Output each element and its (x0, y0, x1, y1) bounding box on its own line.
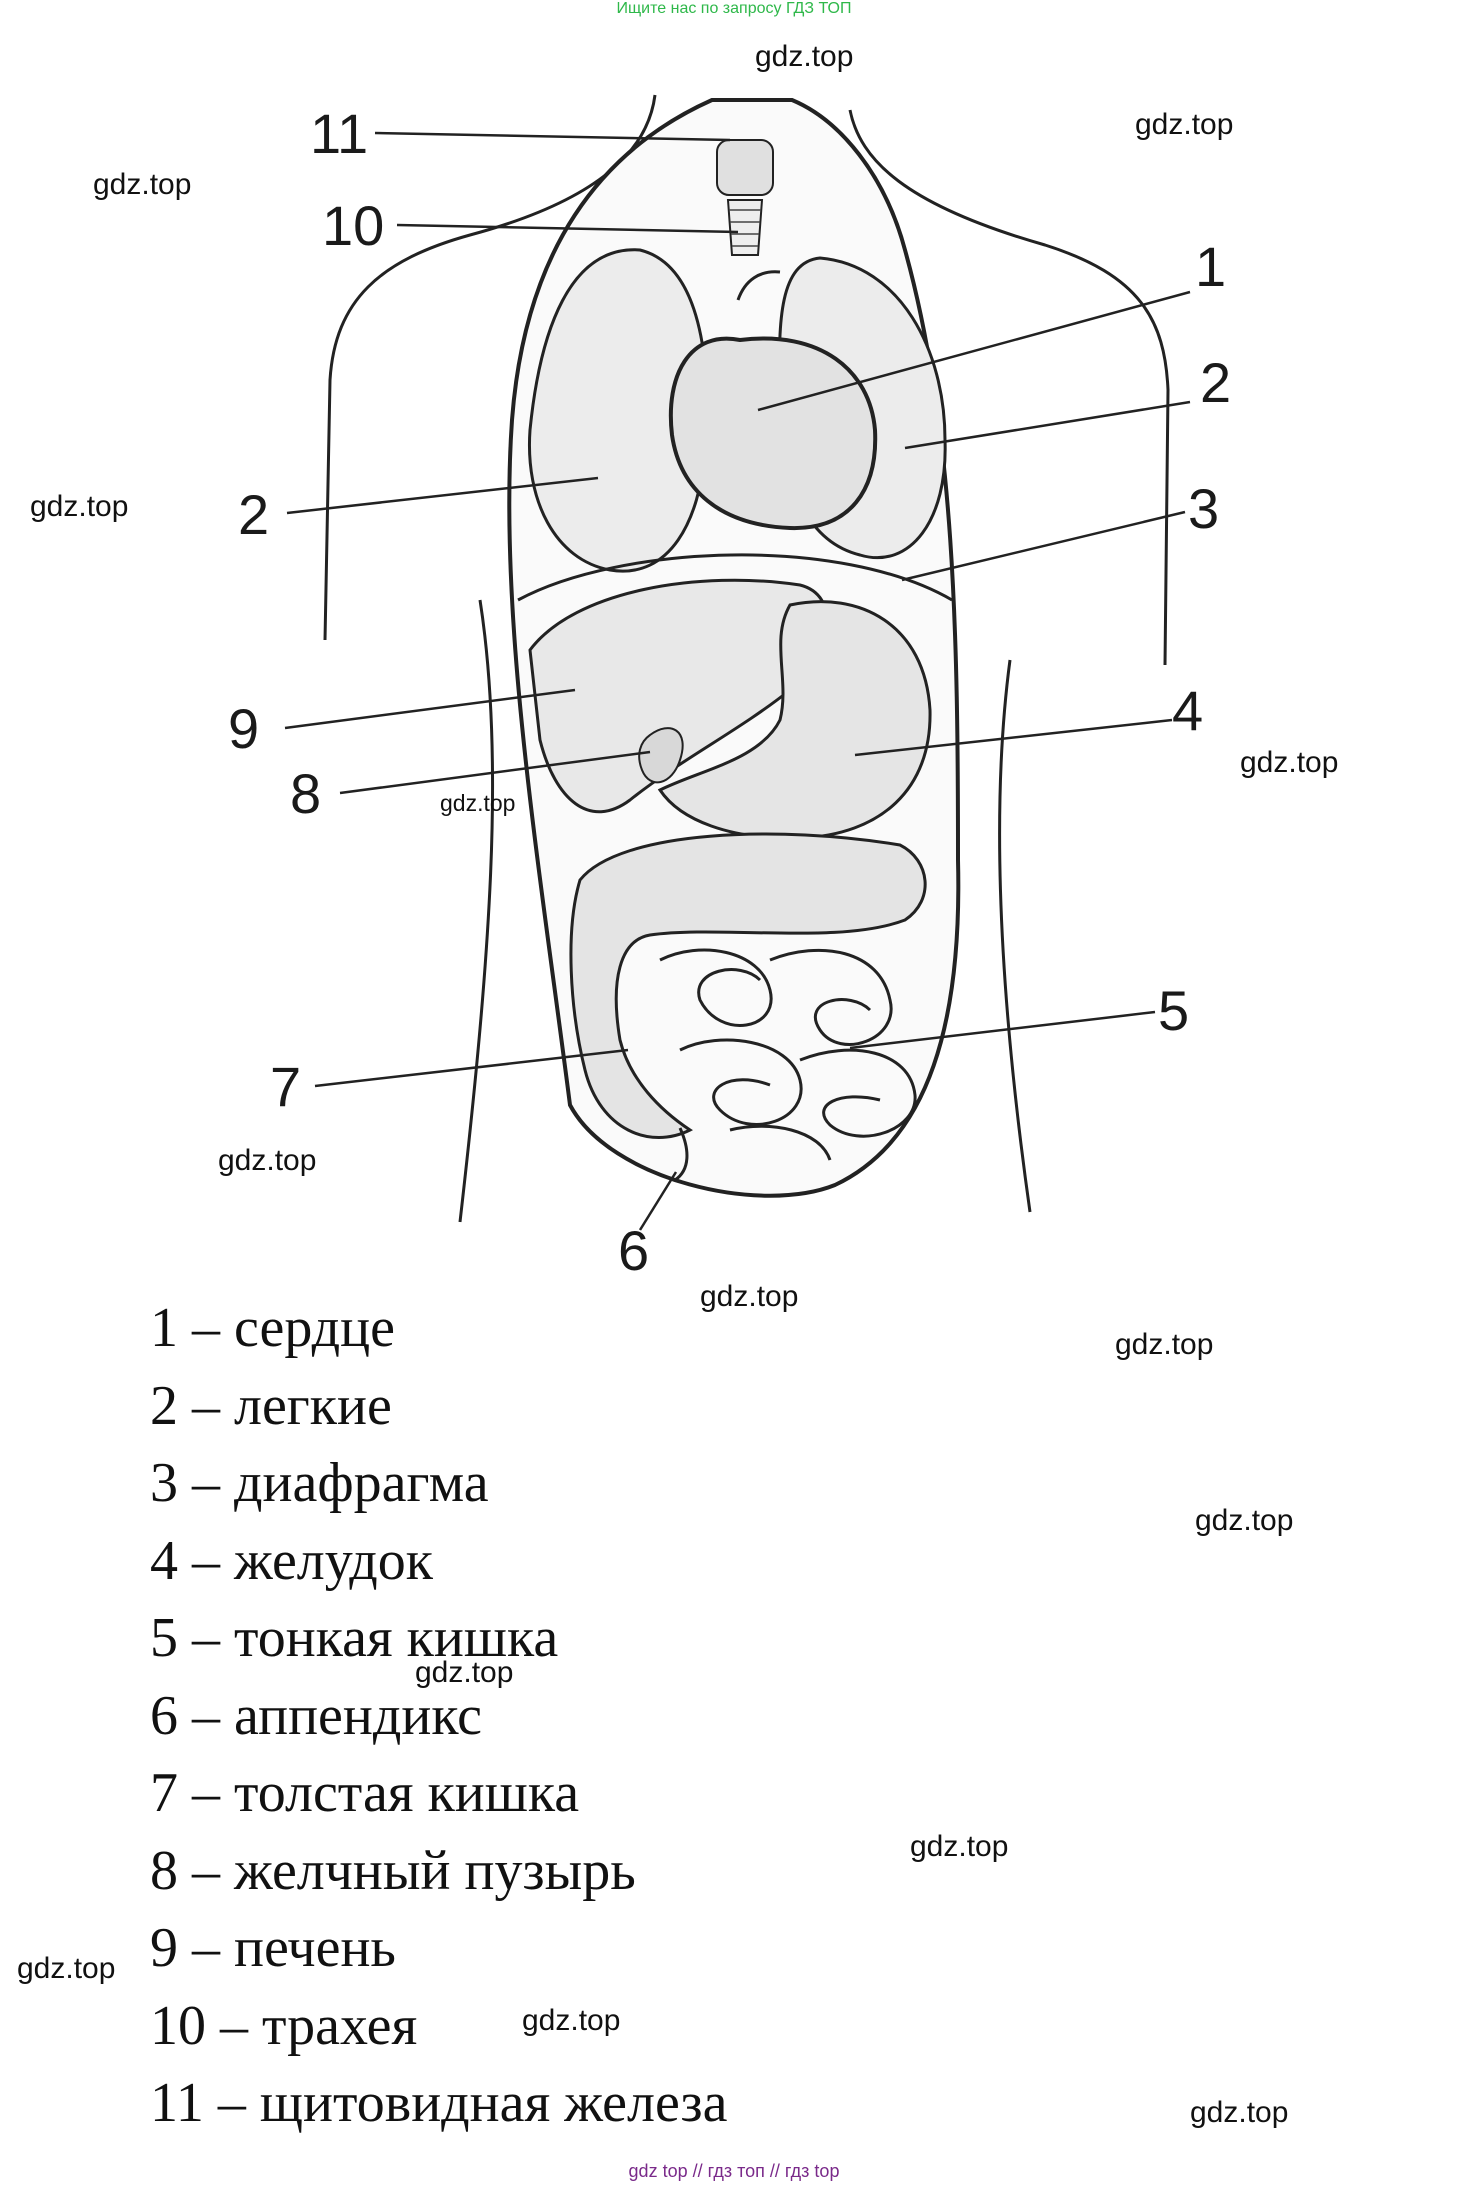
legend-dash: – (217, 2072, 246, 2134)
legend-item: 11 – щитовидная железа (150, 2065, 728, 2143)
callout-9: 9 (228, 697, 259, 760)
legend-item: 7 – толстая кишка (150, 1755, 728, 1833)
legend-organ: желудок (234, 1529, 433, 1592)
legend-item: 5 – тонкая кишка (150, 1600, 728, 1678)
watermark: gdz.top (1240, 746, 1339, 779)
watermark: gdz.top (1135, 108, 1234, 141)
watermark: gdz.top (415, 1656, 514, 1689)
callout-6: 6 (618, 1219, 649, 1282)
callout-8: 8 (290, 762, 321, 825)
appendix (674, 1127, 689, 1182)
watermark: gdz.top (755, 40, 854, 73)
neck-structures (716, 139, 774, 256)
legend-number: 9 (150, 1917, 178, 1979)
legend-number: 6 (150, 1684, 178, 1747)
legend-dash: – (192, 1917, 220, 1979)
legend-organ: сердце (234, 1297, 395, 1359)
callout-2-right: 2 (1200, 351, 1231, 414)
legend-dash: – (192, 1529, 220, 1592)
callout-numbers: 11 10 1 2 2 3 9 4 8 5 7 6 (228, 102, 1231, 1282)
leader-lines (284, 131, 1191, 1231)
watermark: gdz.top (910, 1830, 1009, 1863)
legend-item: 2 – легкие (150, 1368, 728, 1446)
legend-item: 4 – желудок (150, 1523, 728, 1601)
trachea (726, 199, 764, 256)
watermark: gdz.top (218, 1144, 317, 1177)
legend-organ: печень (234, 1917, 396, 1979)
legend-number: 7 (150, 1762, 178, 1824)
callout-10: 10 (322, 194, 384, 257)
legend-dash: – (192, 1607, 220, 1669)
organ-legend: 1 – сердце 2 – легкие 3 – диафрагма 4 – … (150, 1290, 728, 2143)
heart (668, 270, 878, 531)
legend-organ: толстая кишка (234, 1762, 580, 1824)
watermark: gdz.top (700, 1280, 799, 1313)
large-intestine (569, 832, 927, 1139)
callout-1: 1 (1195, 235, 1226, 298)
legend-dash: – (192, 1684, 220, 1747)
top-banner: Ищите нас по запросу ГДЗ ТОП (616, 0, 852, 17)
legend-organ: аппендикс (234, 1684, 483, 1747)
legend-number: 3 (150, 1452, 178, 1514)
legend-number: 11 (150, 2072, 204, 2134)
small-intestine (659, 948, 917, 1161)
watermark: gdz.top (93, 168, 192, 201)
thyroid-gland (716, 139, 774, 196)
watermark: gdz.top (440, 790, 516, 816)
legend-number: 2 (150, 1374, 178, 1437)
legend-dash: – (220, 1994, 248, 2057)
footer-links: gdz top // гдз топ // гдз top (628, 2161, 840, 2181)
legend-item: 3 – диафрагма (150, 1445, 728, 1523)
callout-4: 4 (1172, 679, 1203, 742)
legend-item: 6 – аппендикс (150, 1678, 728, 1756)
legend-item: 1 – сердце (150, 1290, 728, 1368)
legend-dash: – (192, 1452, 220, 1514)
legend-dash: – (192, 1762, 220, 1824)
diaphragm (517, 553, 953, 602)
legend-item: 9 – печень (150, 1910, 728, 1988)
legend-dash: – (192, 1839, 220, 1902)
callout-7: 7 (270, 1055, 301, 1118)
legend-dash: – (192, 1297, 220, 1359)
legend-organ: тонкая кишка (234, 1607, 559, 1669)
watermark: gdz.top (30, 490, 129, 523)
legend-organ: щитовидная железа (259, 2072, 728, 2134)
legend-organ: желчный пузырь (234, 1839, 636, 1902)
anatomy-diagram: 11 10 1 2 2 3 9 4 8 5 7 6 (228, 94, 1231, 1282)
callout-5: 5 (1158, 979, 1189, 1042)
watermark: gdz.top (1115, 1328, 1214, 1361)
gallbladder (638, 727, 684, 784)
legend-organ: легкие (234, 1374, 392, 1437)
callout-3: 3 (1188, 477, 1219, 540)
legend-organ: диафрагма (234, 1452, 489, 1514)
legend-number: 4 (150, 1529, 178, 1592)
watermark: gdz.top (17, 1952, 116, 1985)
legend-number: 8 (150, 1839, 178, 1902)
legend-number: 5 (150, 1607, 178, 1669)
callout-11: 11 (310, 102, 368, 165)
legend-dash: – (192, 1374, 220, 1437)
callout-2-left: 2 (238, 483, 269, 546)
legend-number: 1 (150, 1297, 178, 1359)
watermark: gdz.top (522, 2004, 621, 2037)
legend-organ: трахея (262, 1994, 418, 2057)
legend-item: 8 – желчный пузырь (150, 1833, 728, 1911)
watermark: gdz.top (1190, 2096, 1289, 2129)
legend-number: 10 (150, 1994, 206, 2057)
legend-item: 10 – трахея (150, 1988, 728, 2066)
watermark: gdz.top (1195, 1504, 1294, 1537)
